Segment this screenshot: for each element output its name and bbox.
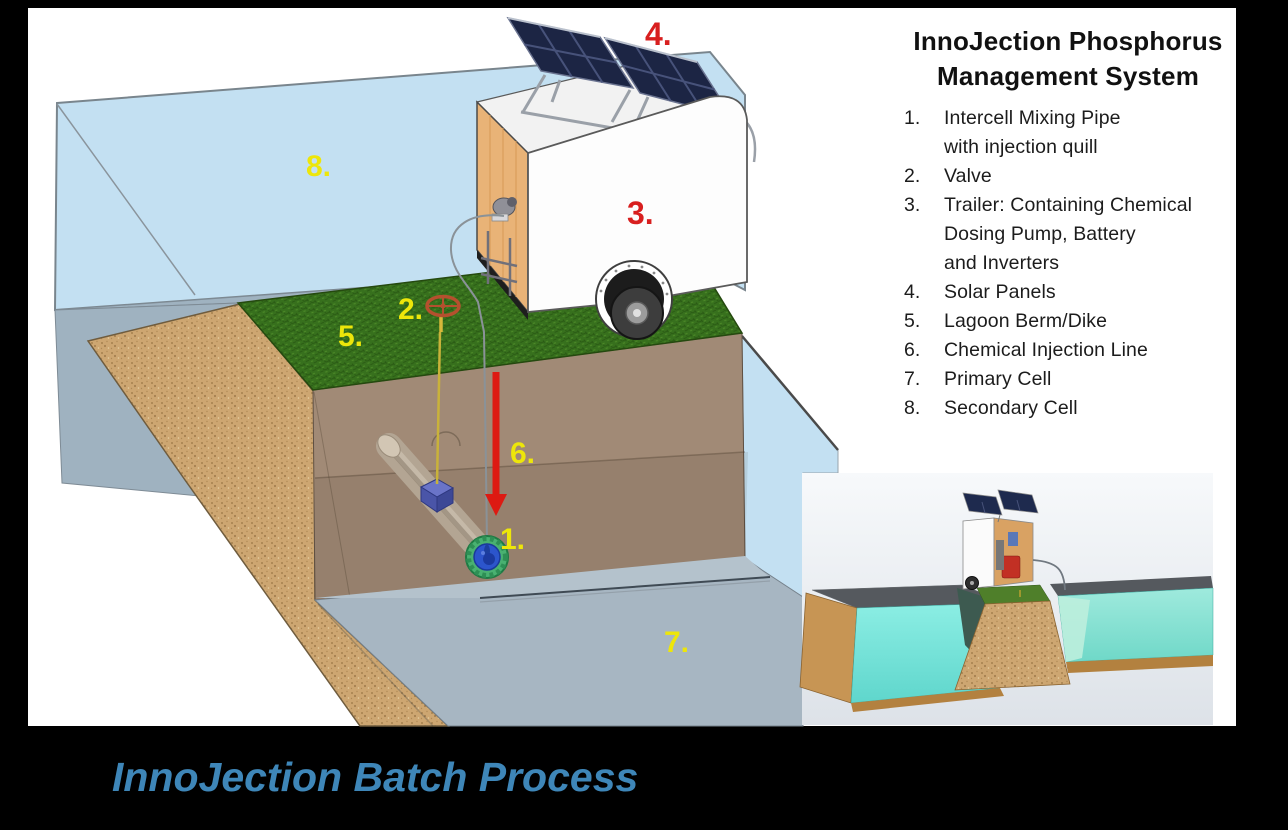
inset-overview bbox=[799, 473, 1214, 725]
injection-quill-flange bbox=[465, 535, 509, 579]
legend-item-number: 6. bbox=[904, 339, 921, 361]
inset-berm bbox=[954, 584, 1071, 691]
berm-cutaway-interior bbox=[312, 332, 748, 601]
legend-item-number: 5. bbox=[904, 310, 921, 332]
flow-arrow bbox=[485, 372, 507, 516]
legend-item-number: 3. bbox=[904, 194, 921, 216]
valve bbox=[425, 294, 461, 485]
legend-item-label: Secondary Cell bbox=[944, 397, 1078, 419]
legend-item-primary-cell: 7. Primary Cell bbox=[901, 365, 1235, 394]
legend-item-label: Valve bbox=[944, 165, 992, 187]
legend-item-solar-panels: 4. Solar Panels bbox=[901, 278, 1235, 307]
trailer-wheel bbox=[595, 260, 673, 340]
legend-item-number: 4. bbox=[904, 281, 921, 303]
legend-title: InnoJection Phosphorus Management System bbox=[913, 26, 1223, 91]
legend-item-number: 7. bbox=[904, 368, 921, 390]
legend-item-berm: 5. Lagoon Berm/Dike bbox=[901, 307, 1235, 336]
marker-trailer: 3. bbox=[627, 195, 654, 231]
solar-panels bbox=[506, 16, 757, 163]
marker-berm: 5. bbox=[338, 320, 363, 353]
inset-trailer bbox=[962, 489, 1066, 597]
pipe-coupling bbox=[419, 478, 455, 513]
legend-item-label: Lagoon Berm/Dike bbox=[944, 310, 1108, 332]
legend-item-label: Primary Cell bbox=[944, 368, 1052, 390]
legend-item-number: 8. bbox=[904, 397, 921, 419]
marker-solar-panels: 4. bbox=[645, 16, 672, 52]
marker-injection-line: 6. bbox=[510, 437, 535, 470]
legend-item-mixing-pipe: 1. Intercell Mixing Pipe with injection … bbox=[901, 104, 1235, 162]
legend-item-label: Trailer: Containing Chemical Dosing Pump… bbox=[944, 194, 1193, 274]
legend-item-valve: 2. Valve bbox=[901, 162, 1235, 191]
legend-item-label: Chemical Injection Line bbox=[944, 339, 1148, 361]
legend-item-label: Intercell Mixing Pipe with injection qui… bbox=[944, 107, 1121, 158]
diagram-markers: 4. 3. 8. 2. 5. 6. 1. 7. bbox=[306, 16, 689, 659]
trailer bbox=[475, 16, 757, 340]
trailer-body bbox=[527, 95, 748, 313]
legend-item-injection-line: 6. Chemical Injection Line bbox=[901, 336, 1235, 365]
legend-item-number: 2. bbox=[904, 165, 921, 187]
legend-list: 1. Intercell Mixing Pipe with injection … bbox=[901, 104, 1235, 423]
legend-panel: InnoJection Phosphorus Management System… bbox=[901, 24, 1235, 423]
inset-right-cell bbox=[1050, 576, 1214, 673]
chemical-dosing-pump bbox=[480, 197, 518, 296]
chemical-injection-line bbox=[449, 214, 505, 545]
legend-item-secondary-cell: 8. Secondary Cell bbox=[901, 394, 1235, 423]
marker-mixing-pipe: 1. bbox=[500, 523, 525, 556]
legend-item-number: 1. bbox=[904, 107, 921, 129]
marker-primary-cell: 7. bbox=[664, 626, 689, 659]
footer-title: InnoJection Batch Process bbox=[112, 754, 639, 800]
marker-secondary-cell: 8. bbox=[306, 150, 331, 183]
legend-item-trailer: 3. Trailer: Containing Chemical Dosing P… bbox=[901, 191, 1235, 278]
legend-item-label: Solar Panels bbox=[944, 281, 1056, 303]
marker-valve: 2. bbox=[398, 293, 423, 326]
